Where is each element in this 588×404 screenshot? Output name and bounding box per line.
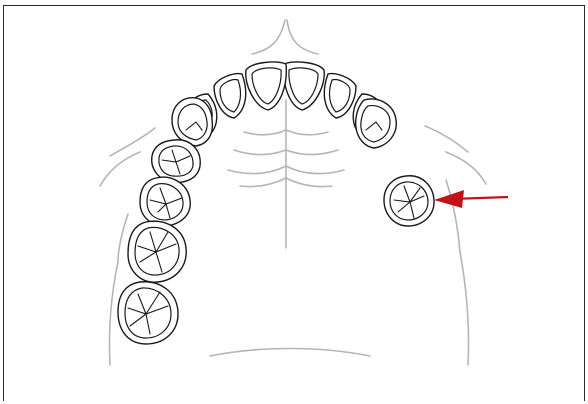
posterior-teeth-left: [118, 140, 200, 344]
tooth-left-third-molar: [118, 282, 178, 344]
tooth-right-central-incisor: [284, 62, 325, 110]
tooth-left-first-molar: [140, 177, 190, 226]
tooth-right-lateral-incisor: [324, 74, 356, 118]
tooth-right-first-premolar: [356, 99, 397, 148]
tooth-right-isolated-premolar: [384, 176, 434, 226]
pointer-arrow-icon: [434, 190, 508, 208]
palatal-rugae: [228, 100, 344, 248]
anterior-teeth: [172, 62, 396, 148]
tooth-left-lateral-incisor: [214, 74, 246, 118]
tooth-left-central-incisor: [246, 62, 287, 110]
tooth-left-first-premolar: [172, 98, 212, 146]
tooth-left-second-molar: [128, 221, 186, 282]
tooth-left-second-premolar: [152, 140, 201, 183]
